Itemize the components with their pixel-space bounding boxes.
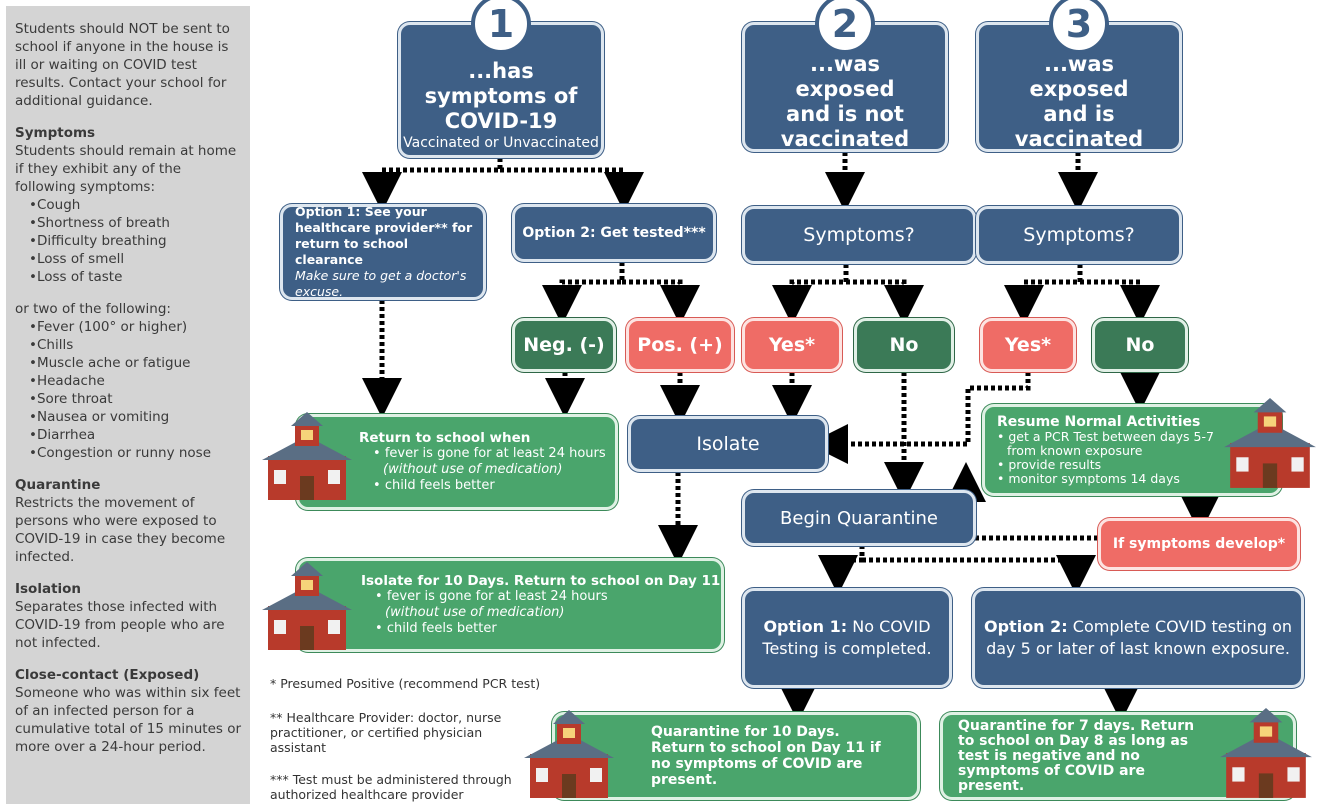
symptoms-question-label: Symptoms? bbox=[803, 224, 915, 246]
list-item: • provide results bbox=[997, 457, 1102, 472]
resume-title: Resume Normal Activities bbox=[997, 414, 1201, 430]
option1-no-testing: Option 1: No COVID Testing is completed. bbox=[742, 588, 952, 688]
isolation-title: Isolation bbox=[15, 581, 82, 597]
school-house-icon bbox=[262, 562, 352, 650]
option1-healthcare-provider: Option 1: See your healthcare provider**… bbox=[280, 204, 486, 300]
yes-symptoms-3: Yes* bbox=[980, 318, 1076, 372]
list-item: • get a PCR Test between days 5-7 bbox=[997, 429, 1214, 444]
close-contact-text: Someone who was within six feet of an in… bbox=[15, 685, 242, 755]
symptoms-list: Cough Shortness of breath Difficulty bre… bbox=[15, 196, 242, 286]
footnote-presumed-positive: * Presumed Positive (recommend PCR test) bbox=[270, 676, 541, 691]
number-badge-1: 1 bbox=[471, 0, 531, 54]
list-item: Fever (100° or higher) bbox=[29, 318, 242, 336]
list-item: (without use of medication) bbox=[385, 605, 565, 620]
option1-text: Option 1: See your healthcare provider**… bbox=[295, 204, 473, 267]
no-symptoms-3: No bbox=[1092, 318, 1188, 372]
list-item: • fever is gone for at least 24 hours bbox=[373, 446, 606, 461]
no-symptoms-2: No bbox=[854, 318, 954, 372]
symptoms-question-2: Symptoms? bbox=[742, 206, 976, 264]
list-item: • child feels better bbox=[373, 478, 495, 493]
isolate-box: Isolate bbox=[628, 416, 828, 472]
list-item: Diarrhea bbox=[29, 426, 242, 444]
header-subtitle: Vaccinated or Unvaccinated bbox=[403, 134, 599, 151]
list-item: Chills bbox=[29, 336, 242, 354]
header-title: ...has symptoms of COVID-19 bbox=[424, 58, 578, 133]
quarantine-text: Restricts the movement of persons who we… bbox=[15, 495, 226, 565]
isolate-10-days-box: Isolate for 10 Days. Return to school on… bbox=[296, 558, 724, 652]
option2-complete-testing: Option 2: Complete COVID testing on day … bbox=[972, 588, 1304, 688]
option1-italic-note: Make sure to get a doctor's excuse. bbox=[295, 268, 467, 299]
symptoms-question-label: Symptoms? bbox=[1023, 224, 1135, 246]
negative-result: Neg. (-) bbox=[512, 318, 616, 372]
resume-list: • get a PCR Test between days 5-7 from k… bbox=[997, 430, 1214, 486]
list-item: from known exposure bbox=[1007, 443, 1143, 458]
option1-no-testing-text: Option 1: No COVID Testing is completed. bbox=[762, 617, 932, 658]
yes-label: Yes* bbox=[768, 334, 816, 356]
school-house-icon bbox=[262, 412, 352, 500]
list-item: Loss of taste bbox=[29, 268, 242, 286]
header-title: ...was exposed and is not vaccinated bbox=[780, 52, 910, 151]
school-house-icon bbox=[1220, 708, 1312, 798]
begin-quarantine-box: Begin Quarantine bbox=[742, 490, 976, 546]
list-item: Difficulty breathing bbox=[29, 232, 242, 250]
quarantine-10-days-box: Quarantine for 10 Days. Return to school… bbox=[552, 712, 920, 800]
negative-label: Neg. (-) bbox=[523, 334, 605, 356]
if-symptoms-develop-box: If symptoms develop* bbox=[1098, 518, 1300, 570]
symptoms-question-3: Symptoms? bbox=[976, 206, 1182, 264]
footnote-test-administered: *** Test must be administered through au… bbox=[270, 772, 512, 802]
quarantine-title: Quarantine bbox=[15, 477, 101, 493]
school-house-icon bbox=[1224, 398, 1316, 488]
two-of-text: or two of the following: bbox=[15, 301, 171, 317]
number-badge-3: 3 bbox=[1049, 0, 1109, 54]
header-exposed-vaccinated: ...was exposed and is vaccinated bbox=[976, 22, 1182, 152]
return-title: Return to school when bbox=[359, 430, 531, 446]
isolate10-list: • fever is gone for at least 24 hours (w… bbox=[361, 589, 608, 637]
footnote-healthcare-provider: ** Healthcare Provider: doctor, nurse pr… bbox=[270, 710, 502, 755]
list-item: (without use of medication) bbox=[383, 462, 563, 477]
two-of-list: Fever (100° or higher) Chills Muscle ach… bbox=[15, 318, 242, 462]
yes-symptoms-2: Yes* bbox=[742, 318, 842, 372]
list-item: Headache bbox=[29, 372, 242, 390]
list-item: • monitor symptoms 14 days bbox=[997, 471, 1180, 486]
list-item: Cough bbox=[29, 196, 242, 214]
quarantine-7-text: Quarantine for 7 days. Return to school … bbox=[958, 717, 1195, 794]
list-item: Sore throat bbox=[29, 390, 242, 408]
list-item: Nausea or vomiting bbox=[29, 408, 242, 426]
isolate10-title: Isolate for 10 Days. Return to school on… bbox=[361, 573, 721, 589]
school-house-icon bbox=[524, 710, 614, 798]
yes-label: Yes* bbox=[1004, 334, 1052, 356]
quarantine-10-text: Quarantine for 10 Days. Return to school… bbox=[651, 724, 881, 788]
symptoms-text: Students should remain at home if they e… bbox=[15, 143, 237, 195]
sidebar: Students should NOT be sent to school if… bbox=[6, 6, 250, 804]
positive-result: Pos. (+) bbox=[626, 318, 734, 372]
isolation-text: Separates those infected with COVID-19 f… bbox=[15, 599, 225, 651]
close-contact-title: Close-contact (Exposed) bbox=[15, 667, 200, 683]
number-badge-2: 2 bbox=[815, 0, 875, 54]
no-label: No bbox=[889, 334, 919, 356]
list-item: Congestion or runny nose bbox=[29, 444, 242, 462]
list-item: • child feels better bbox=[375, 621, 497, 636]
list-item: Shortness of breath bbox=[29, 214, 242, 232]
list-item: • fever is gone for at least 24 hours bbox=[375, 589, 608, 604]
list-item: Loss of smell bbox=[29, 250, 242, 268]
option2-text: Option 2: Get tested*** bbox=[522, 225, 706, 241]
symptoms-title: Symptoms bbox=[15, 125, 96, 141]
list-item: Muscle ache or fatigue bbox=[29, 354, 242, 372]
return-to-school-box: Return to school when • fever is gone fo… bbox=[296, 414, 618, 510]
no-label: No bbox=[1125, 334, 1155, 356]
if-symptoms-label: If symptoms develop* bbox=[1112, 536, 1286, 552]
option2-get-tested: Option 2: Get tested*** bbox=[512, 204, 716, 262]
begin-quarantine-label: Begin Quarantine bbox=[780, 507, 938, 529]
sidebar-intro: Students should NOT be sent to school if… bbox=[15, 21, 230, 109]
return-list: • fever is gone for at least 24 hours (w… bbox=[359, 446, 606, 494]
option2-complete-testing-text: Option 2: Complete COVID testing on day … bbox=[984, 617, 1292, 658]
header-title: ...was exposed and is vaccinated bbox=[1014, 52, 1144, 151]
isolate-label: Isolate bbox=[696, 433, 760, 455]
positive-label: Pos. (+) bbox=[637, 334, 723, 356]
